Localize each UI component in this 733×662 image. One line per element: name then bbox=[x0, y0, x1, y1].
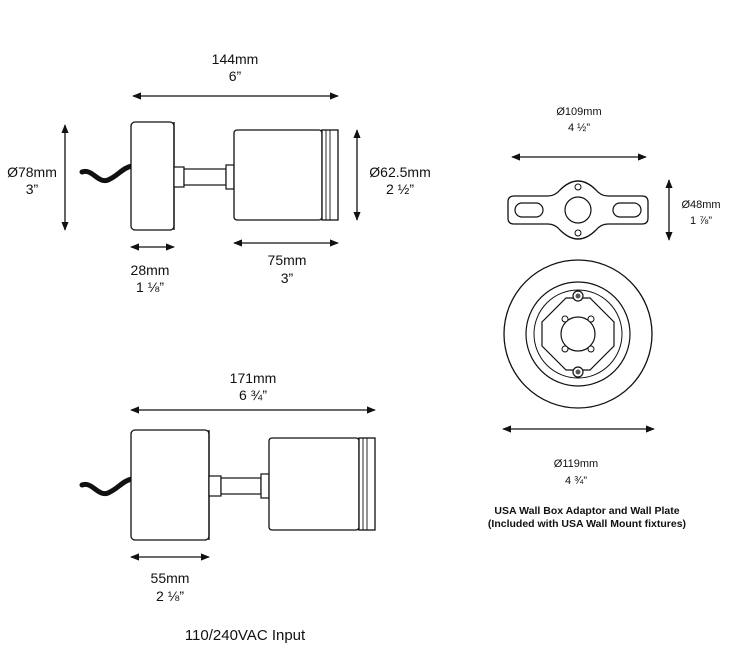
top-cable bbox=[79, 163, 135, 184]
bottom-width-mm: 171mm bbox=[230, 370, 277, 386]
adaptor-right-slot bbox=[612, 202, 642, 218]
top-width-in: 6” bbox=[229, 68, 242, 84]
adaptor-height-mm: Ø48mm bbox=[681, 199, 720, 211]
wall-plate-caption-line1: USA Wall Box Adaptor and Wall Plate bbox=[494, 505, 679, 517]
bottom-base-depth-mm: 55mm bbox=[151, 570, 190, 586]
bottom-wall-base bbox=[130, 429, 210, 541]
top-base-depth-in: 1 ⅛” bbox=[136, 279, 164, 295]
bottom-knuckle bbox=[260, 473, 270, 499]
top-height-mm: Ø78mm bbox=[7, 164, 57, 180]
top-knuckle bbox=[225, 164, 235, 190]
top-lamp-head bbox=[233, 129, 323, 221]
adaptor-center-hole bbox=[564, 196, 592, 224]
top-wall-base bbox=[130, 121, 175, 231]
bottom-stem-collar bbox=[208, 475, 222, 497]
top-base-depth-mm: 28mm bbox=[131, 262, 170, 278]
wall-plate: Ø119mm 4 ¾” USA Wall Box Adaptor and Wal… bbox=[488, 259, 686, 530]
top-head-dia-mm: Ø62.5mm bbox=[369, 164, 430, 180]
top-head-len-mm: 75mm bbox=[268, 252, 307, 268]
adaptor-height-in: 1 ⅞” bbox=[690, 215, 712, 227]
bottom-cable bbox=[79, 476, 135, 497]
input-voltage-label: 110/240VAC Input bbox=[185, 627, 306, 644]
bottom-lamp-head bbox=[268, 437, 360, 531]
wall-plate-caption-line2: (Included with USA Wall Mount fixtures) bbox=[488, 518, 686, 530]
top-fixture: 144mm 6” Ø78mm 3” Ø62.5mm 2 ½” 28mm 1 ⅛”… bbox=[7, 51, 431, 295]
wall-box-adaptor: Ø109mm 4 ½” Ø48mm 1 ⅞” bbox=[507, 106, 721, 241]
wall-plate-dia-in: 4 ¾” bbox=[565, 475, 587, 487]
wall-plate-dia-mm: Ø119mm bbox=[554, 458, 598, 470]
wall-plate-center-hole bbox=[560, 316, 596, 352]
bottom-stem bbox=[220, 477, 262, 495]
top-head-dia-in: 2 ½” bbox=[386, 181, 414, 197]
top-width-mm: 144mm bbox=[212, 51, 259, 67]
top-head-len-in: 3” bbox=[281, 270, 294, 286]
top-height-in: 3” bbox=[26, 181, 39, 197]
top-stem-collar bbox=[173, 166, 185, 188]
adaptor-width-in: 4 ½” bbox=[568, 122, 590, 134]
bottom-base-depth-in: 2 ⅛” bbox=[156, 588, 184, 604]
adaptor-left-slot bbox=[514, 202, 544, 218]
top-stem bbox=[183, 168, 227, 186]
bottom-width-in: 6 ¾” bbox=[239, 387, 267, 403]
bottom-fixture: 171mm 6 ¾” 55mm 2 ⅛” 110/240VAC Input bbox=[79, 370, 376, 644]
adaptor-width-mm: Ø109mm bbox=[556, 106, 601, 118]
